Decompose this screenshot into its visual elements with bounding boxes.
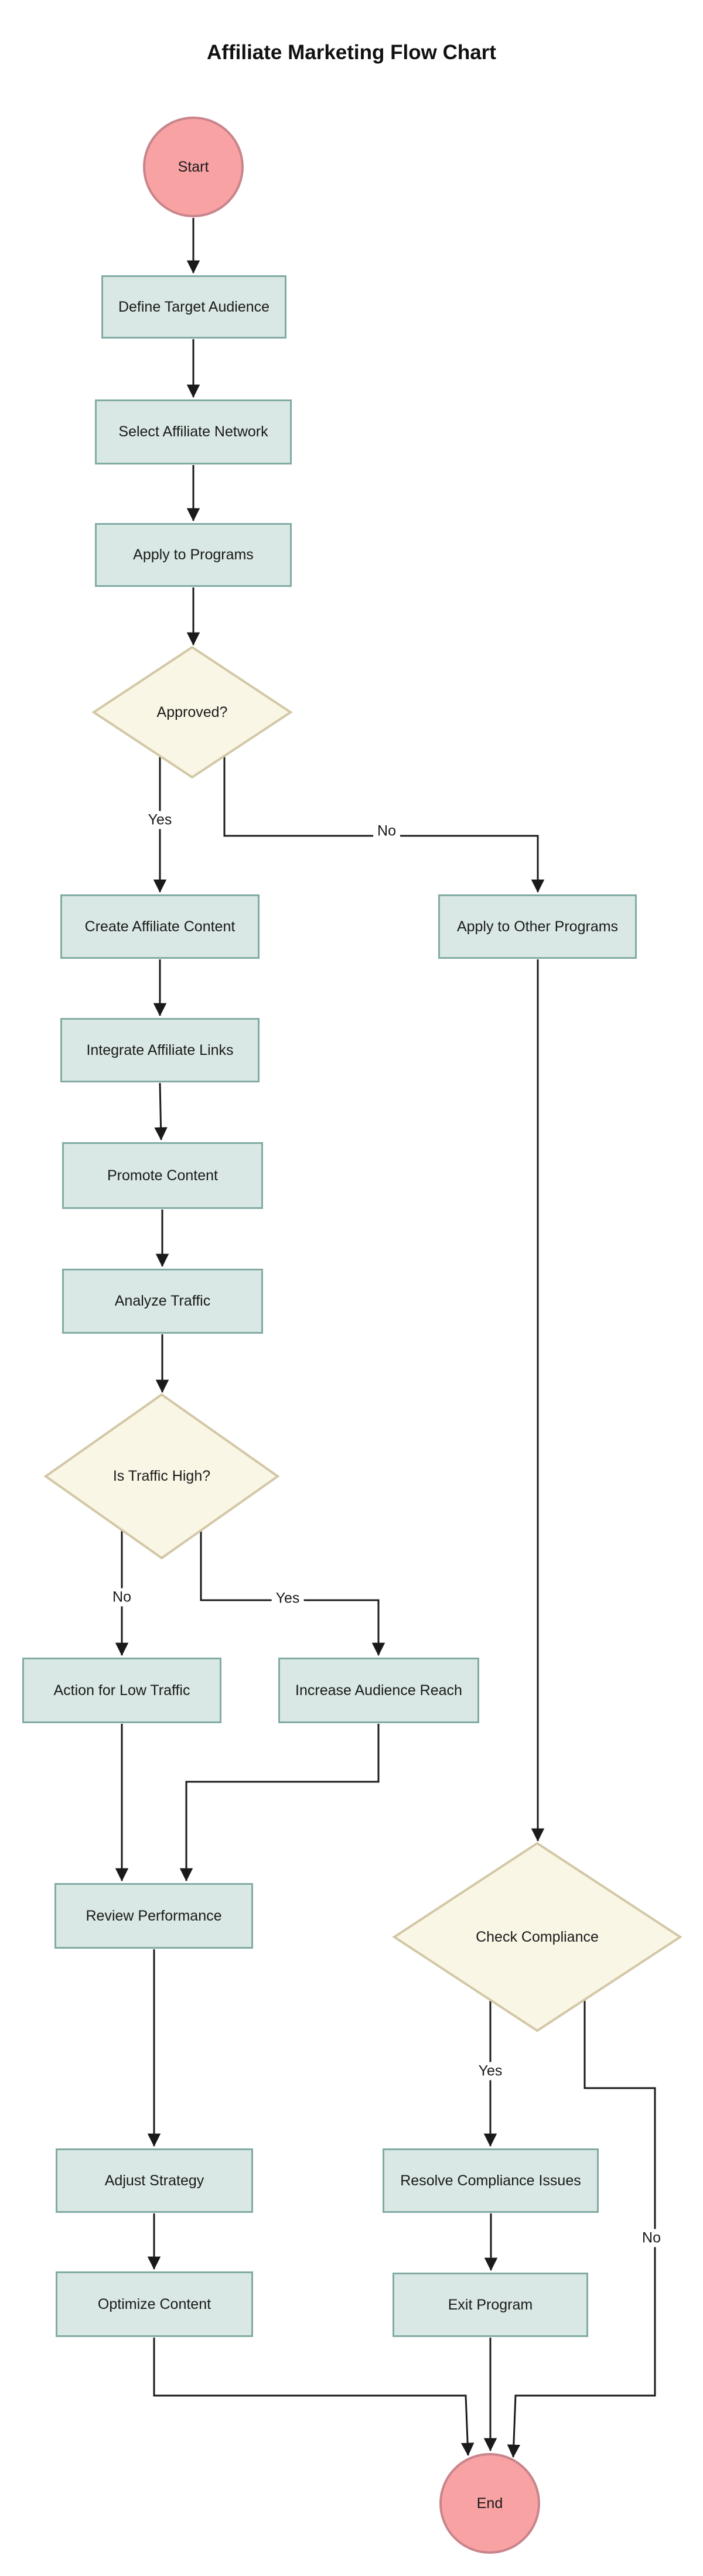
- node-adjust-label: Adjust Strategy: [104, 2172, 204, 2189]
- node-apply-other-label: Apply to Other Programs: [456, 918, 619, 935]
- node-start: Start: [143, 117, 244, 217]
- node-integrate-label: Integrate Affiliate Links: [86, 1041, 234, 1058]
- node-analyze-traffic: Analyze Traffic: [62, 1269, 263, 1334]
- node-optimize-content: Optimize Content: [56, 2271, 253, 2337]
- edge-label-approved-no: No: [373, 822, 400, 841]
- node-end: End: [439, 2453, 540, 2554]
- edge-optimize-end: [153, 2338, 475, 2457]
- node-is-traffic-high-decision: Is Traffic High?: [46, 1395, 278, 1558]
- diamond-icon: [94, 647, 291, 777]
- node-promote-label: Promote Content: [107, 1167, 218, 1184]
- edge-integrate-promote: [154, 1082, 168, 1141]
- node-start-label: Start: [178, 158, 209, 175]
- diamond-icon: [394, 1843, 680, 2031]
- node-optimize-label: Optimize Content: [97, 2295, 211, 2312]
- edge-label-traffic-no: No: [108, 1588, 135, 1607]
- node-adjust-strategy: Adjust Strategy: [56, 2148, 253, 2213]
- node-review-label: Review Performance: [86, 1907, 222, 1924]
- node-create-affiliate-content: Create Affiliate Content: [60, 894, 260, 959]
- node-review-performance: Review Performance: [54, 1883, 253, 1949]
- node-promote-content: Promote Content: [62, 1142, 263, 1209]
- node-increase-label: Increase Audience Reach: [295, 1682, 462, 1699]
- node-resolve-compliance-issues: Resolve Compliance Issues: [383, 2148, 599, 2213]
- edge-label-compliance-no: No: [638, 2229, 665, 2247]
- node-select-label: Select Affiliate Network: [118, 423, 268, 440]
- node-analyze-label: Analyze Traffic: [114, 1293, 211, 1309]
- node-approved-label: Approved?: [156, 703, 228, 720]
- edge-increase-review: [179, 1724, 380, 1882]
- edge-label-compliance-yes: Yes: [474, 2062, 507, 2080]
- node-apply-to-other-programs: Apply to Other Programs: [438, 894, 637, 959]
- node-define-target-audience: Define Target Audience: [101, 275, 286, 339]
- node-resolve-label: Resolve Compliance Issues: [400, 2172, 581, 2189]
- node-end-label: End: [476, 2495, 503, 2512]
- chart-title: Affiliate Marketing Flow Chart: [207, 41, 496, 64]
- diamond-icon: [46, 1395, 278, 1558]
- node-integrate-affiliate-links: Integrate Affiliate Links: [60, 1018, 260, 1082]
- node-define-label: Define Target Audience: [118, 298, 270, 315]
- node-exit-program: Exit Program: [393, 2273, 588, 2337]
- node-create-label: Create Affiliate Content: [84, 918, 236, 935]
- edge-checkcompliance-end-no: [507, 2000, 656, 2458]
- node-apply-label: Apply to Programs: [133, 546, 254, 563]
- node-action-for-low-traffic: Action for Low Traffic: [22, 1658, 221, 1723]
- node-check-compliance-decision: Check Compliance: [394, 1843, 680, 2031]
- node-exit-label: Exit Program: [448, 2296, 533, 2313]
- node-select-affiliate-network: Select Affiliate Network: [95, 399, 292, 464]
- edge-label-approved-yes: Yes: [144, 811, 176, 829]
- node-approved-decision: Approved?: [94, 647, 291, 777]
- node-action-low-label: Action for Low Traffic: [53, 1682, 190, 1699]
- node-check-compliance-label: Check Compliance: [476, 1928, 599, 1945]
- node-increase-audience-reach: Increase Audience Reach: [278, 1658, 479, 1723]
- node-apply-to-programs: Apply to Programs: [95, 523, 292, 587]
- edge-label-traffic-yes: Yes: [271, 1589, 304, 1608]
- node-traffic-high-label: Is Traffic High?: [112, 1468, 211, 1484]
